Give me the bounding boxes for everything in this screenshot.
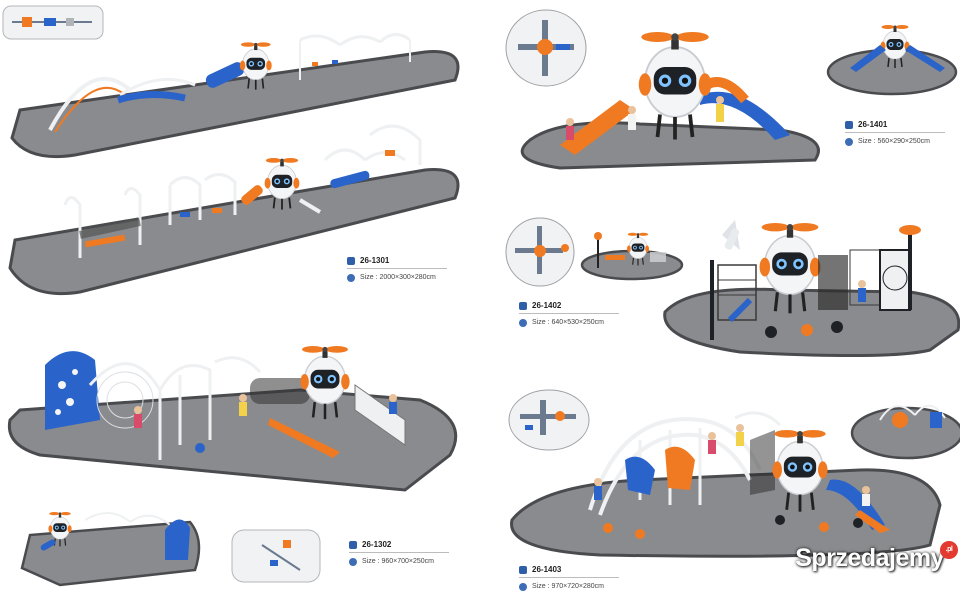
product-code-icon: [347, 256, 355, 265]
divider: [347, 268, 447, 269]
product-spec-1403: 26-1403 Size : 970×720×280cm: [519, 563, 619, 593]
playground-1302-small: [20, 511, 201, 587]
divider: [519, 313, 619, 314]
product-size: Size : 970×720×280cm: [532, 583, 604, 590]
product-spec-1301: 26-1301 Size : 2000×300×280cm: [347, 254, 447, 284]
plan-thumbnail-1401: [505, 9, 587, 87]
divider: [349, 552, 449, 553]
plan-thumbnail-1302: [231, 529, 321, 583]
product-code: 26-1302: [362, 540, 392, 549]
playground-1403-small: [850, 404, 960, 460]
playground-1402-main: [663, 220, 960, 358]
product-code-icon: [349, 540, 357, 549]
size-icon: [519, 318, 527, 327]
divider: [519, 577, 619, 578]
playground-1401-main: [520, 30, 820, 170]
product-spec-1402: 26-1402 Size : 640×530×250cm: [519, 299, 619, 329]
product-size: Size : 2000×300×280cm: [360, 274, 436, 281]
playground-1301-top: [10, 33, 460, 159]
product-code-icon: [845, 120, 853, 129]
product-code: 26-1401: [858, 120, 888, 129]
watermark-text: Sprzedajemy: [795, 544, 944, 572]
plan-thumbnail-1402: [505, 217, 575, 287]
size-icon: [845, 137, 853, 146]
product-code: 26-1402: [532, 301, 562, 310]
playground-1302-main: [7, 344, 458, 492]
product-code-icon: [519, 565, 527, 574]
playground-1402-small: [580, 232, 684, 281]
playground-1401-small: [826, 24, 958, 96]
product-spec-1302: 26-1302 Size : 960×700×250cm: [349, 538, 449, 568]
product-size: Size : 640×530×250cm: [532, 319, 604, 326]
playground-1403-main: [510, 411, 942, 558]
product-code: 26-1301: [360, 256, 390, 265]
plan-thumbnail-1301: [2, 5, 104, 40]
size-icon: [347, 273, 355, 282]
divider: [845, 132, 945, 133]
watermark: Sprzedajemy .pl: [795, 541, 958, 573]
product-code-icon: [519, 301, 527, 310]
product-spec-1401: 26-1401 Size : 560×290×250cm: [845, 118, 945, 148]
product-size: Size : 560×290×250cm: [858, 138, 930, 145]
size-icon: [519, 582, 527, 591]
product-code: 26-1403: [532, 565, 562, 574]
watermark-suffix: .pl: [940, 541, 958, 559]
product-size: Size : 960×700×250cm: [362, 558, 434, 565]
size-icon: [349, 557, 357, 566]
playground-1301-bottom: [8, 124, 460, 296]
plan-thumbnail-1403: [508, 389, 590, 451]
